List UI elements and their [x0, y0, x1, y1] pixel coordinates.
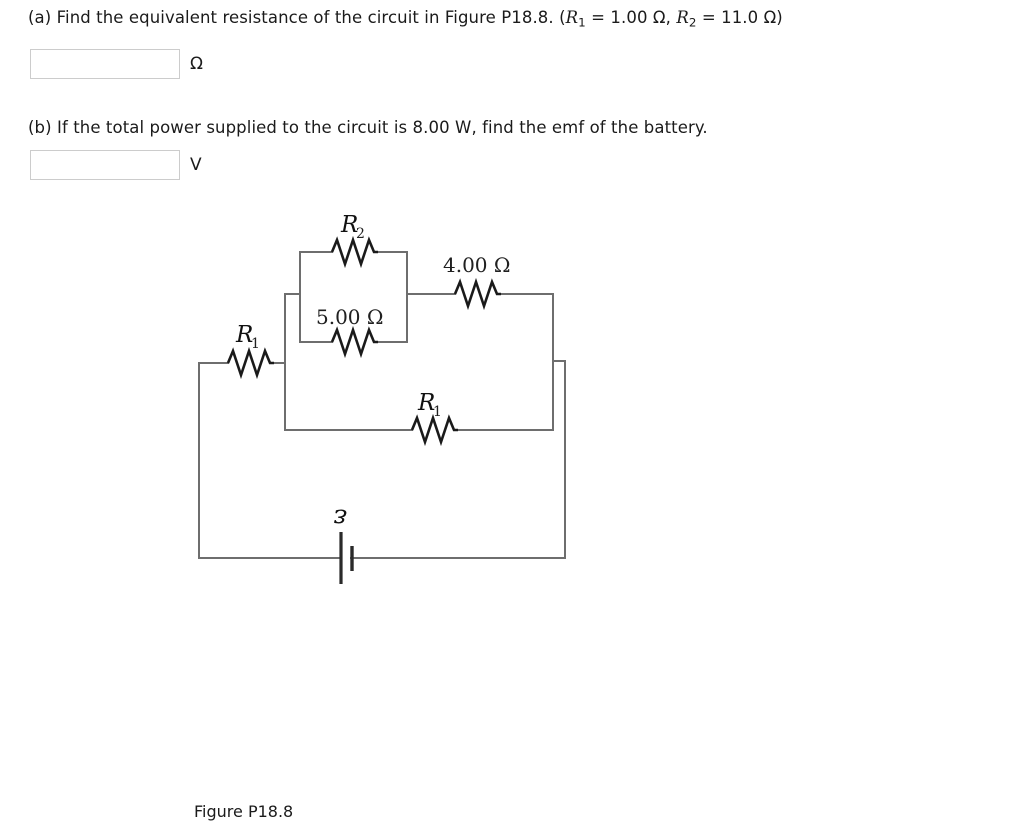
battery-symbol [339, 532, 354, 584]
question-part-a: (a) Find the equivalent resistance of th… [28, 8, 783, 30]
question-a-prefix: (a) Find the equivalent resistance of th… [28, 8, 566, 27]
resistor-4ohm-zigzag [453, 277, 501, 311]
label-emf: ε [333, 503, 347, 533]
r1-value-a: = 1.00 Ω, [585, 8, 677, 27]
answer-row-part-a: Ω [30, 49, 203, 79]
unit-ohm-a: Ω [190, 53, 203, 74]
resistor-r1-left-zigzag [226, 346, 274, 380]
label-r1-left-subscript: 1 [251, 336, 260, 352]
r2-subscript-a: 2 [688, 15, 697, 30]
circuit-resistors [226, 235, 501, 447]
problem-page: (a) Find the equivalent resistance of th… [0, 8, 783, 821]
label-5ohm: 5.00 Ω [316, 305, 383, 329]
label-r1-bottom: R [417, 390, 435, 416]
r2-value-a: = 11.0 Ω) [696, 8, 783, 27]
label-r1-bottom-subscript: 1 [433, 404, 442, 420]
answer-input-emf[interactable] [30, 150, 180, 180]
resistor-r2-zigzag [330, 235, 378, 269]
label-4ohm: 4.00 Ω [443, 253, 510, 277]
resistor-5ohm-zigzag [330, 325, 378, 359]
question-part-b: (b) If the total power supplied to the c… [28, 118, 708, 137]
answer-input-resistance[interactable] [30, 49, 180, 79]
r1-symbol-a: R [565, 8, 579, 27]
label-r2-subscript: 2 [356, 226, 365, 242]
r1-subscript-a: 1 [578, 15, 586, 30]
unit-volt-b: V [190, 154, 202, 175]
r2-symbol-a: R [676, 8, 689, 27]
figure-caption: Figure P18.8 [194, 802, 294, 821]
resistor-r1-bottom-zigzag [410, 413, 458, 447]
label-r1-left: R [235, 322, 253, 348]
figure-p18-8: R 2 5.00 Ω 4.00 Ω R 1 R 1 ε Figure P18.8 [0, 196, 700, 821]
circuit-diagram: R 2 5.00 Ω 4.00 Ω R 1 R 1 ε [198, 212, 566, 584]
answer-row-part-b: V [30, 150, 202, 180]
label-r2: R [340, 212, 358, 238]
circuit-wires [198, 251, 566, 559]
